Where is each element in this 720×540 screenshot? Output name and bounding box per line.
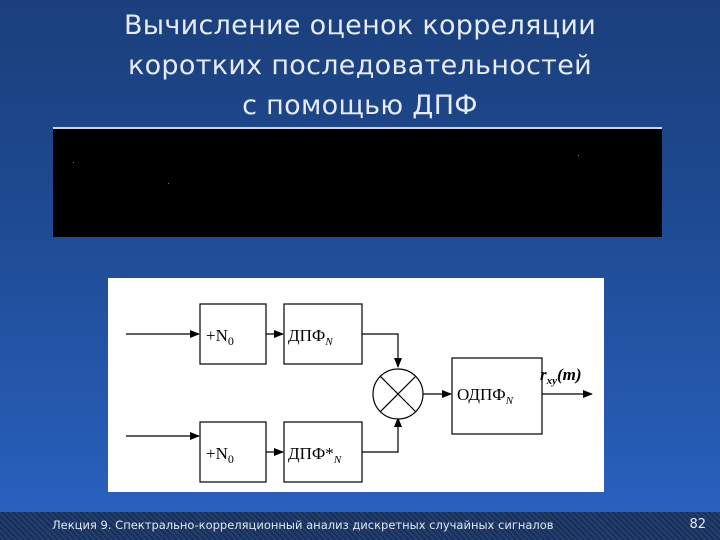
title-line-1: Вычисление оценок корреляции <box>123 10 597 41</box>
dft-block-bottom <box>283 421 363 483</box>
block-diagram-svg: +N0 ДПФN +N0 ДПФ*N ОДПФN rxy(m) <box>126 303 593 483</box>
slide-footer: Лекция 9. Спектрально-корреляционный ана… <box>0 512 720 540</box>
block-diagram: +N0 ДПФN +N0 ДПФ*N ОДПФN rxy(m) <box>108 278 604 492</box>
idft-label: ОДПФN <box>457 385 514 407</box>
adder-top-label: +N0 <box>206 326 234 348</box>
panel-speck <box>73 162 74 163</box>
arrow-dft-top-to-multiplier <box>362 333 402 368</box>
title-line-3: с помощью ДПФ <box>242 90 478 121</box>
multiplier-cross-b <box>379 375 417 413</box>
output-label: rxy(m) <box>540 365 582 387</box>
panel-speck <box>168 183 169 184</box>
idft-block <box>451 357 543 435</box>
dft-top-label: ДПФN <box>288 326 333 348</box>
arrow-dft-bottom-to-multiplier <box>362 417 402 453</box>
dft-bottom-label: ДПФ*N <box>288 444 342 466</box>
dft-block-top <box>283 303 363 365</box>
panel-speck <box>578 155 579 156</box>
adder-bottom-label: +N0 <box>206 444 234 466</box>
formula-image-panel <box>53 127 662 237</box>
title-line-2: коротких последовательностей <box>128 50 592 81</box>
adder-block-bottom <box>199 421 267 483</box>
page-number: 82 <box>689 517 706 532</box>
footer-lecture-title: Лекция 9. Спектрально-корреляционный ана… <box>52 518 554 532</box>
slide-title: Вычисление оценок корреляции коротких по… <box>60 6 660 126</box>
